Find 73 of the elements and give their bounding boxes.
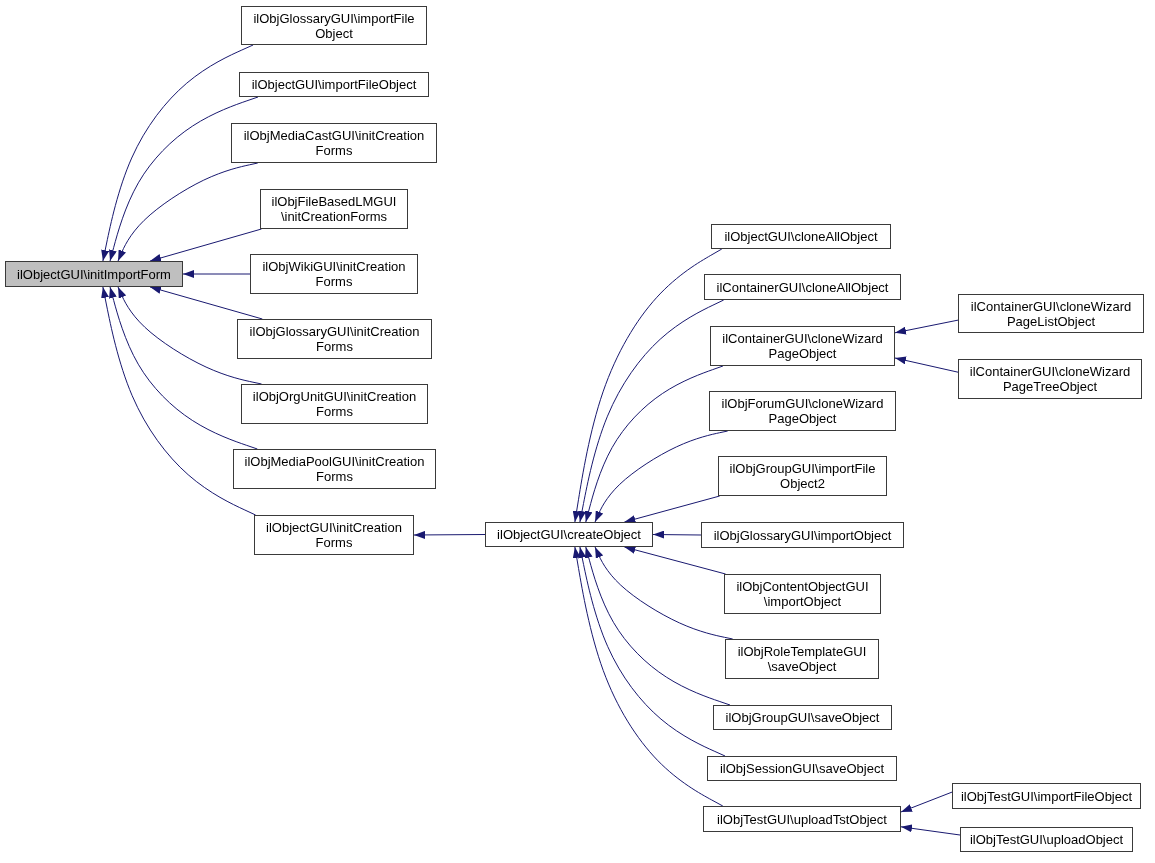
function-box: [711, 224, 891, 249]
call-arrow: [578, 299, 725, 523]
function-name: ilObjGlossaryGUI\initCreation Forms: [248, 324, 421, 354]
function-name: ilContainerGUI\cloneAllObject: [716, 279, 889, 295]
function-box: [237, 319, 432, 359]
function-name: ilObjectGUI\createObject: [497, 527, 641, 542]
function-box: [960, 827, 1133, 852]
function-name: ilObjWikiGUI\initCreation Forms: [261, 259, 407, 289]
function-name: ilObjMediaPoolGUI\initCreation Forms: [243, 454, 426, 484]
call-arrow: [413, 530, 486, 539]
function-box: [710, 326, 895, 366]
call-arrow: [109, 286, 258, 450]
function-name: ilObjectGUI\initCreation Forms: [265, 520, 403, 550]
function-box: [485, 522, 653, 547]
call-arrow: [149, 228, 262, 262]
function-name: ilObjMediaCastGUI\initCreation Forms: [242, 128, 426, 158]
call-arrow: [894, 319, 959, 335]
call-arrow: [572, 248, 723, 523]
call-arrow: [584, 546, 731, 706]
call-arrow: [149, 286, 263, 320]
function-name: ilObjectGUI\cloneAllObject: [724, 229, 878, 244]
function-name: ilObjGlossaryGUI\importFile Object: [252, 10, 416, 41]
highlighted-function-box: [5, 261, 183, 287]
function-box: [958, 359, 1142, 399]
function-name: ilContainerGUI\cloneWizard PageListObject: [969, 298, 1133, 329]
function-box: [701, 522, 904, 548]
function-box: [724, 574, 881, 614]
function-box: [233, 449, 436, 489]
call-arrow: [182, 270, 251, 278]
function-box: [250, 254, 418, 294]
function-box: [718, 456, 887, 496]
call-arrow: [900, 824, 961, 836]
function-name: ilObjOrgUnitGUI\initCreation Forms: [251, 389, 418, 419]
function-name: ilObjTestGUI\uploadObject: [969, 832, 1124, 847]
function-name: ilObjGlossaryGUI\importObject: [713, 527, 892, 543]
call-arrow: [623, 545, 727, 575]
function-box: [254, 515, 414, 555]
function-box: [952, 783, 1141, 809]
call-arrow: [572, 546, 724, 807]
function-name: ilObjSessionGUI\saveObject: [720, 761, 884, 776]
function-box: [713, 705, 892, 730]
function-name: ilObjRoleTemplateGUI \saveObject: [736, 644, 868, 674]
function-box: [725, 639, 879, 679]
function-name: ilObjTestGUI\uploadTstObject: [717, 811, 887, 827]
function-name: ilObjGroupGUI\saveObject: [725, 710, 880, 725]
function-name: ilContainerGUI\cloneWizard PageObject: [721, 331, 884, 361]
function-box: [709, 391, 896, 431]
call-arrow: [584, 365, 724, 523]
call-arrow: [109, 96, 259, 262]
call-arrow: [623, 495, 721, 523]
function-box: [958, 294, 1144, 333]
function-box: [239, 72, 429, 97]
function-box: [704, 274, 901, 300]
function-name: ilObjGroupGUI\importFile Object2: [728, 461, 877, 491]
function-box: [241, 6, 427, 45]
call-arrow: [652, 530, 702, 539]
function-name: ilContainerGUI\cloneWizard PageTreeObject: [968, 364, 1132, 394]
function-box: [231, 123, 437, 163]
call-arrow: [900, 791, 953, 813]
function-box: [703, 806, 901, 832]
call-arrow: [101, 44, 254, 262]
function-box: [707, 756, 897, 781]
function-name: ilObjTestGUI\importFileObject: [960, 788, 1133, 804]
function-box: [260, 189, 408, 229]
function-name: ilObjectGUI\initImportForm: [17, 266, 171, 282]
function-name: ilObjFileBasedLMGUI \initCreationForms: [270, 194, 398, 224]
call-arrow: [894, 356, 959, 373]
function-box: [241, 384, 428, 424]
function-name: ilObjectGUI\importFileObject: [251, 77, 417, 92]
function-name: ilObjContentObjectGUI \importObject: [735, 579, 870, 609]
call-arrow: [578, 546, 726, 757]
call-arrow: [101, 286, 257, 516]
function-name: ilObjForumGUI\cloneWizard PageObject: [720, 396, 885, 426]
